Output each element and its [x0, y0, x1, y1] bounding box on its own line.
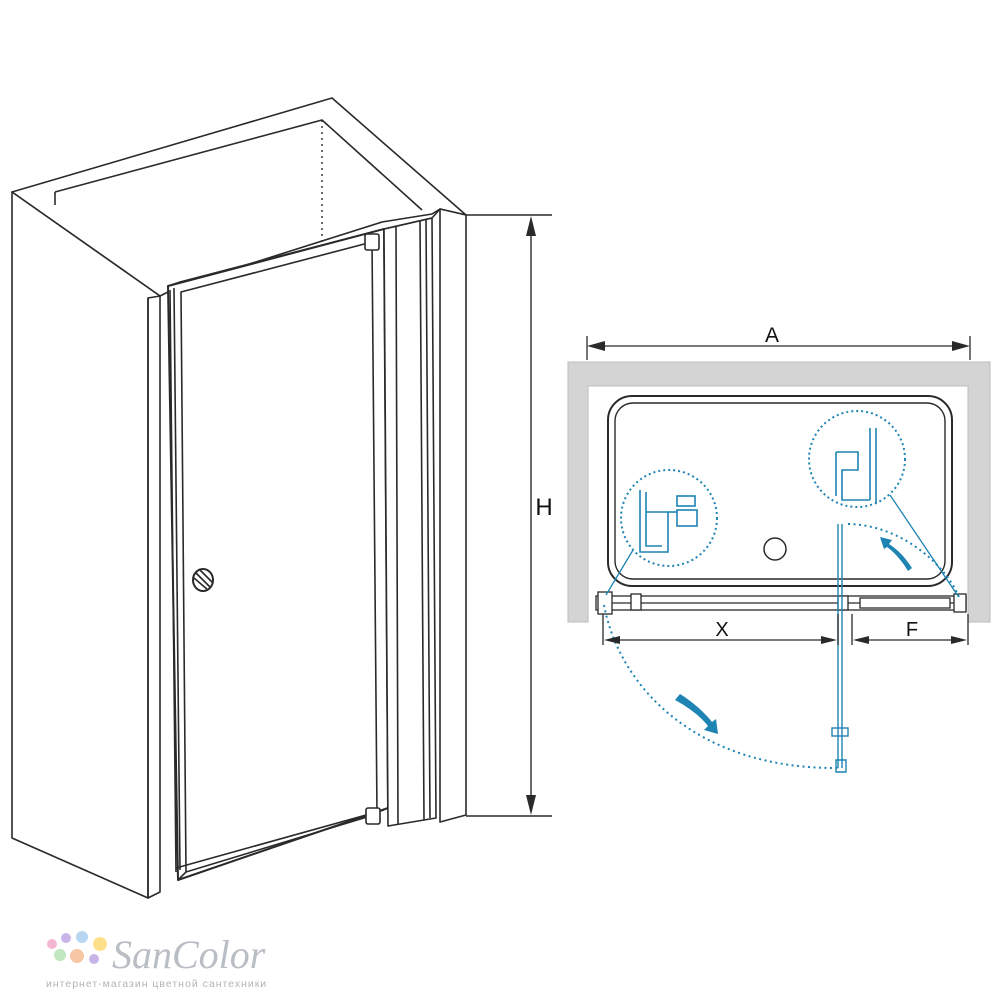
door-handle — [192, 568, 214, 592]
logo-dots — [47, 931, 107, 964]
detail-callout-right — [808, 410, 959, 597]
right-wall — [439, 208, 467, 823]
width-f-dimension — [851, 614, 969, 645]
door-top-rail — [167, 229, 381, 287]
enclosure-3d-view — [11, 97, 467, 899]
width-x-label: X — [715, 619, 728, 641]
plan-view: A — [567, 324, 991, 773]
open-door-leaf — [831, 524, 849, 773]
brand-name: SanColor — [112, 932, 266, 977]
swing-arrows — [675, 537, 912, 734]
door-bottom-rail — [175, 809, 385, 881]
left-wall-inner-edge — [147, 296, 161, 899]
brand-logo: SanColor интернет-магазин цветной сантех… — [46, 931, 267, 990]
drain — [763, 537, 787, 561]
fixed-profile-lines — [395, 219, 431, 825]
door-left-profile — [169, 287, 181, 873]
left-wall — [11, 191, 161, 899]
width-f-label: F — [906, 619, 918, 641]
bottom-hinge — [365, 807, 381, 825]
width-a-dimension — [586, 336, 971, 360]
detail-callout-left — [605, 469, 718, 596]
fixed-profile-top — [383, 208, 441, 230]
width-x-dimension — [602, 614, 839, 645]
brand-tagline: интернет-магазин цветной сантехники — [46, 978, 267, 990]
door-profile-plan — [595, 591, 967, 615]
top-hinge — [364, 233, 380, 251]
door-frame — [167, 228, 389, 881]
width-a-label: A — [765, 324, 779, 347]
height-label: H — [535, 494, 552, 521]
plan-walls — [567, 361, 991, 623]
height-dimension — [466, 214, 552, 817]
shower-tray-inner — [614, 402, 946, 580]
